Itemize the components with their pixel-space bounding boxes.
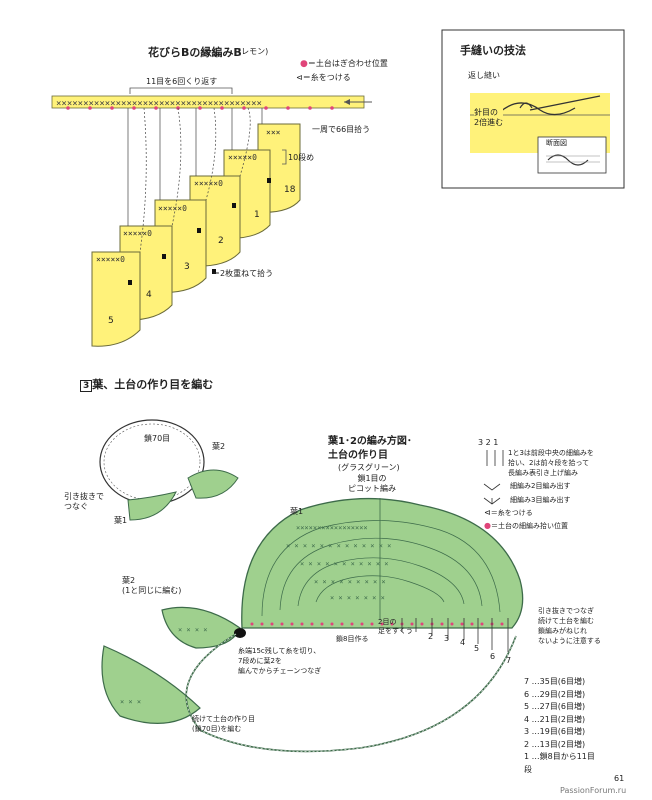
sym1-text: 1と3は前段中央の細編みを 拾い、2は前々段を拾って 長編み表引き上げ編み (508, 449, 594, 477)
ring-label: 鎖70目 (144, 434, 171, 443)
technique-box (441, 29, 625, 189)
svg-text:×××××0: ×××××0 (194, 179, 223, 188)
leaf2-shape (161, 606, 241, 649)
section3-num: 3 (80, 380, 93, 392)
watermark: PassionForum.ru (560, 786, 627, 795)
leaf-lower (101, 645, 201, 724)
foot-note: 2目の 足をすくう (378, 618, 413, 635)
ring-leaf2-label: 葉2 (212, 442, 226, 451)
svg-text:× × × × × × × × × × × × ×: × × × × × × × × × × × × × (286, 542, 391, 550)
sym5: ●＝土台の細編み拾い位置 (484, 521, 568, 530)
svg-text:× × ×: × × × (120, 698, 141, 706)
technique-title: 手縫いの技法 (460, 44, 526, 57)
round-label: 一周で66目拾う (312, 125, 371, 134)
chain8-label: 鎖8目作る (336, 635, 369, 643)
leaf2-label: 葉2 (1と同じに編む) (122, 576, 182, 595)
row-table-row: 2 …13目(2目増) (524, 739, 586, 749)
sym2-text: 細編み2目編み出す (510, 482, 571, 490)
legend-arrow-text: ＝糸をつける (302, 73, 351, 82)
row-table-row: 4 …21目(2目増) (524, 714, 586, 724)
sym3-text: 細編み3目編み出す (510, 496, 571, 504)
legend-dot-text: ＝土台はぎ合わせ位置 (307, 59, 388, 68)
leaf-chart: ××××××××××××××××× × × × × × × × × × × × … (101, 497, 524, 753)
sym5-text: ＝土台の細編み拾い位置 (490, 522, 568, 530)
sym-numbers: 3 2 1 (478, 438, 499, 447)
color-note: (グラスグリーン) (338, 463, 400, 472)
thread-note: 糸端15c残して糸を切り、 7段めに葉2を 編んでからチェーンつなぎ (238, 647, 322, 675)
petal-blade-5 (91, 251, 141, 347)
section-label: 断面図 (546, 139, 567, 147)
svg-text:×××××0: ×××××0 (228, 153, 257, 162)
right-note: 引き抜きでつなぎ 続けて土台を編む 鎖編みがねじれ ないように注意する (538, 607, 601, 645)
ring-leaf1 (127, 491, 177, 521)
row-table-row: 6 …29目(2目増) (524, 689, 586, 699)
petal-num-3: 3 (184, 262, 190, 272)
symbol-marks (483, 450, 504, 505)
sym4: ⊲＝糸をつける (484, 508, 533, 517)
row-num-6: 6 (490, 652, 496, 661)
picot-label: 鎖1目の ピコット編み (348, 474, 396, 493)
sym4-text: ＝糸をつける (490, 509, 533, 517)
base-note: 続けて土台の作り目 (鎖70目)を編む (192, 715, 255, 733)
section3-title: 葉、土台の作り目を編む (92, 378, 214, 391)
svg-text:× × × × × × × × ×: × × × × × × × × × (314, 578, 386, 586)
pull-label: 引き抜きで つなぐ (64, 492, 104, 511)
row-table-row: 3 …19目(6目増) (524, 727, 586, 736)
row-num-2: 2 (428, 632, 434, 641)
leaf-chart-title1: 葉1･2の編み方図･ (328, 436, 412, 447)
legend-dot: ●＝土台はぎ合わせ位置 (300, 59, 388, 69)
petal-num-4: 4 (146, 290, 152, 300)
svg-text:× × × ×: × × × × (178, 626, 208, 634)
svg-text:×××××××××××××××××: ××××××××××××××××× (296, 524, 368, 532)
top-band-stitches: ×××××××××××××××××××××××××××××××××××××× (56, 99, 262, 109)
row-table-row: 5 …27目(6目増) (524, 702, 586, 711)
legend-arrow: ⊲＝糸をつける (296, 73, 351, 82)
fabric-top (470, 93, 610, 115)
repeat-label: 11目を6回くり返す (146, 77, 218, 86)
technique-subtitle: 返し縫い (468, 71, 500, 80)
needle-label: 針目の 2倍進む (474, 108, 504, 128)
petal-chart: ×××××××××××××××××××××××××××××××××××××× ×… (51, 87, 372, 347)
svg-text:×××: ××× (266, 128, 281, 137)
petal-num-18: 18 (284, 185, 296, 195)
petal-num-2: 2 (218, 236, 224, 246)
svg-text:×××××0: ×××××0 (123, 229, 152, 238)
petal-num-1: 1 (254, 210, 260, 220)
ring-diagram (99, 419, 239, 521)
ring-leaf2 (187, 469, 239, 499)
row-num-7: 7 (506, 656, 512, 665)
row-num-5: 5 (474, 644, 480, 653)
svg-text:× × × × × × × × × × ×: × × × × × × × × × × × (300, 560, 389, 568)
svg-text:× × × × × × ×: × × × × × × × (330, 594, 385, 602)
petal-title: 花びらBの縁編みB (148, 46, 242, 59)
row-num-4: 4 (460, 638, 466, 647)
petal-title-note: (レモン) (238, 47, 269, 56)
svg-text:×××××0: ×××××0 (96, 255, 125, 264)
double-pickup-label: ＝2枚重ねて拾う (212, 269, 274, 278)
leaf1-label: 葉1 (290, 507, 304, 516)
row-table-row: 1 …鎖8目から11目 (524, 752, 595, 761)
leaf-chart-title2: 土台の作り目 (328, 450, 388, 461)
page-number: 61 (614, 774, 625, 783)
ring-leaf1-label: 葉1 (114, 516, 128, 525)
row-table: 7 …35目(6目増) 6 …29目(2目増) 5 …27目(6目増) 4 …2… (524, 676, 595, 776)
row-table-row: 7 …35目(6目増) (524, 677, 586, 686)
svg-text:×××××0: ×××××0 (158, 204, 187, 213)
row-table-unit: 段 (524, 764, 532, 774)
petal-num-5: 5 (108, 316, 114, 326)
rows-label: 10段め (288, 153, 315, 162)
row-num-3: 3 (444, 634, 450, 643)
